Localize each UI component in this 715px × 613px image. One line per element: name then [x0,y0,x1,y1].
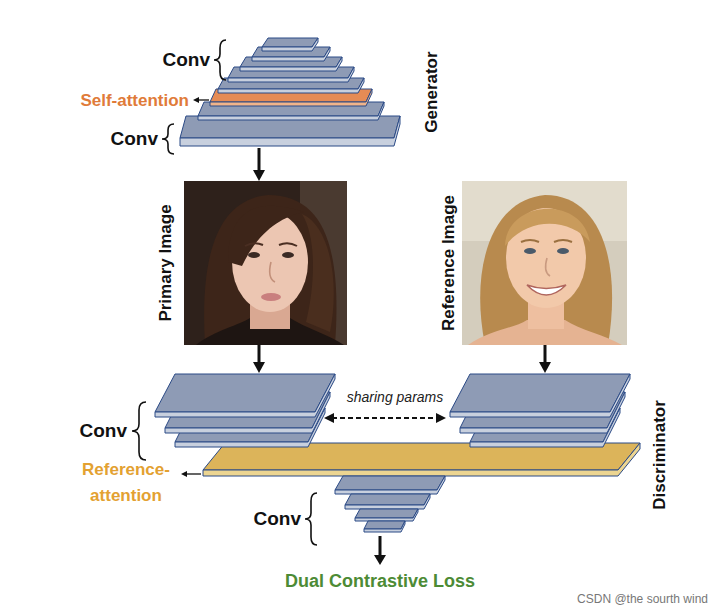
stage-label: Discriminator [650,400,670,510]
photo-background [462,181,627,345]
attention-label: Reference- attention [71,457,181,509]
curly-bracket [162,124,174,154]
eye [524,248,536,254]
stage-label: Reference Image [439,195,459,331]
pointer-head [181,471,187,477]
stage-label: Generator [422,51,442,132]
discriminator-layers [155,374,640,532]
layer-label: Conv [10,49,210,71]
layer-side [355,509,418,521]
pointer-line [198,99,209,100]
hair [480,195,612,345]
generator-network: Generator [180,36,400,148]
layer-label: Conv [4,420,127,442]
attention-band-side [203,443,640,476]
annotation: sharing params [285,386,505,408]
layer-top [345,494,430,505]
brow [521,240,539,242]
arrow-line [379,536,382,556]
brow [279,243,297,246]
nose [270,262,275,282]
layer-top [335,476,445,490]
layer-top [262,38,318,47]
image-frame: Primary Image [184,181,347,345]
smile [527,285,566,295]
arrow-line [258,148,261,171]
layer-label: Conv [101,508,301,530]
layer-top [155,374,335,412]
arrow-head [324,413,334,423]
layer-side [262,38,318,51]
nose [546,258,550,276]
brow [554,240,572,242]
layer-top [364,521,405,529]
generator-layers [180,38,400,146]
image-frame: Reference Image [462,181,627,345]
eye [282,252,294,258]
arrow-head [253,362,265,373]
layer-side [364,521,405,532]
brow [245,243,263,246]
flow-arrow [253,345,265,373]
primary-face-photo [184,181,347,345]
pointer-head [193,97,199,103]
layer-top [450,374,630,412]
layer-side [155,374,335,417]
layer-side [450,374,630,417]
arrow-head [539,362,551,373]
arrow-head [374,555,386,565]
hair-side [302,214,334,332]
lips [261,293,281,301]
hair-fringe [505,209,590,246]
arrow-head [253,170,265,181]
eye [248,252,260,258]
pointer-line [186,473,201,474]
layer-side [345,494,430,509]
hair [204,195,336,345]
sharing-arrow [324,413,446,423]
photo-background [184,181,347,345]
stage-label: Primary Image [156,204,176,321]
flow-arrow [539,345,551,373]
dashed-line [332,417,436,419]
arrow-line [258,345,261,363]
curly-bracket [132,402,146,460]
layer-label: Conv [4,128,158,150]
arrow-line [544,345,547,363]
eye [557,248,569,254]
reference-face-photo [462,181,627,345]
layer-top [355,509,418,518]
loss-label: Dual Contrastive Loss [270,570,490,592]
curly-bracket [214,40,226,80]
watermark: CSDN @the sourth wind [508,588,708,610]
flow-arrow [253,148,265,181]
arrow-head [436,413,446,423]
hair-fringe [228,206,304,266]
output-arrow [374,536,386,565]
layer-side [335,476,445,494]
curly-bracket [305,493,317,545]
attention-label: Self-attention [4,90,189,112]
